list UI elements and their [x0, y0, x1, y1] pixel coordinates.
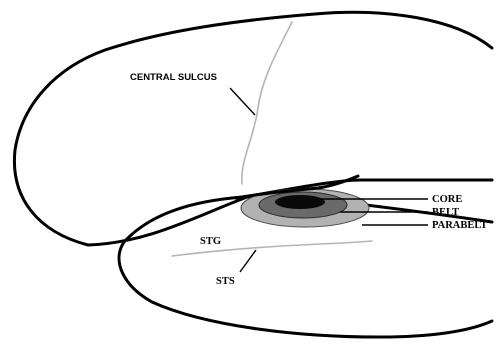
central-sulcus-pointer — [230, 88, 255, 115]
central-sulcus-line — [242, 22, 292, 184]
core-label: CORE — [432, 194, 462, 205]
stg-label: STG — [200, 236, 221, 247]
sts-pointer — [240, 250, 256, 272]
sts-label: STS — [216, 276, 235, 287]
core-region — [275, 195, 325, 209]
central-sulcus-label: CENTRAL SULCUS — [130, 72, 217, 83]
belt-label: BELT — [432, 207, 459, 218]
parabelt-label: PARABELT — [432, 220, 487, 231]
